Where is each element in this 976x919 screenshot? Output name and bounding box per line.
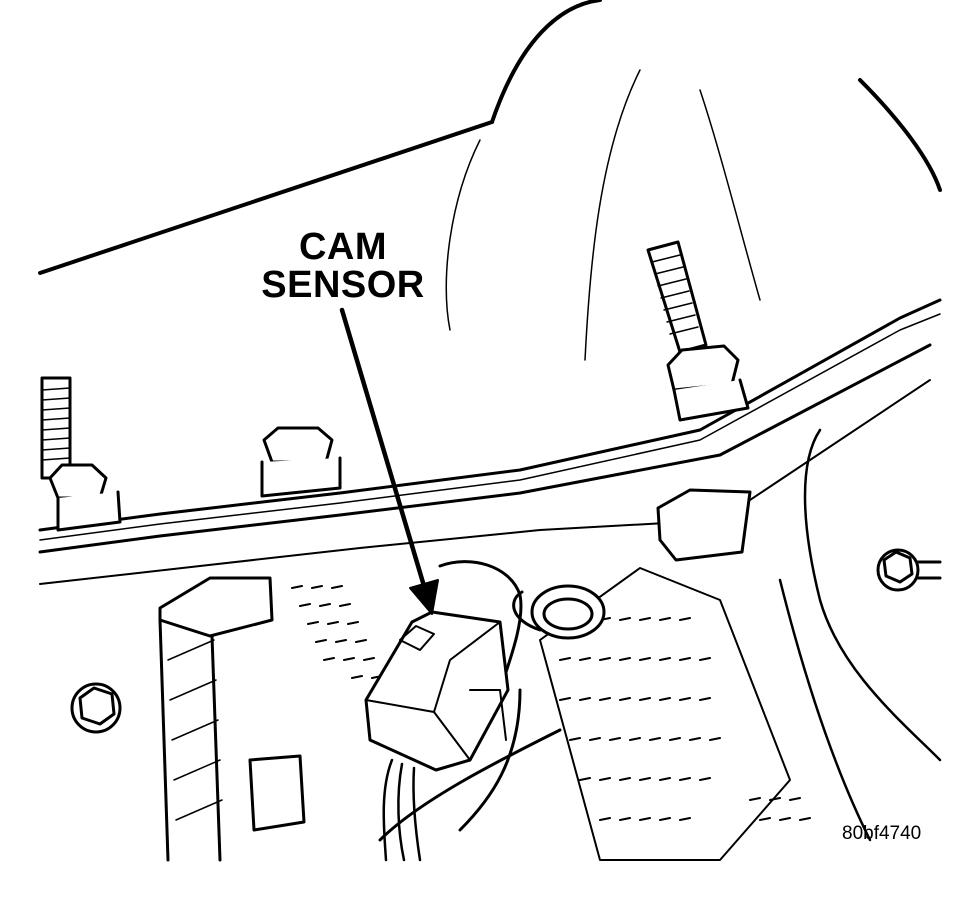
hatch-pattern-center [291, 585, 383, 679]
manifold-runner-lines [445, 69, 761, 361]
sensor-housing [378, 560, 562, 842]
bolt-right [876, 548, 942, 592]
callout-line-2: SENSOR [261, 264, 425, 306]
figure-id: 80bf4740 [842, 823, 922, 844]
hatch-pattern-right [559, 617, 811, 821]
nut-center-left [260, 426, 342, 498]
oil-port-ring [512, 584, 606, 640]
hatch-region-outline [539, 567, 791, 861]
callout-line-1: CAM [298, 226, 388, 268]
cam-sensor-connector [364, 610, 510, 772]
bracket-block-right [656, 488, 752, 562]
callout-arrow [339, 307, 439, 615]
callout-label: CAM SENSOR [258, 228, 428, 304]
bolt-left [70, 682, 122, 734]
sensor-wires [382, 758, 422, 862]
stud-right [646, 240, 750, 422]
manifold-flange [38, 298, 942, 585]
left-bracket [158, 576, 306, 862]
intake-manifold-outline [38, 0, 942, 275]
right-housing-curves [778, 428, 942, 842]
stud-left [40, 376, 122, 532]
